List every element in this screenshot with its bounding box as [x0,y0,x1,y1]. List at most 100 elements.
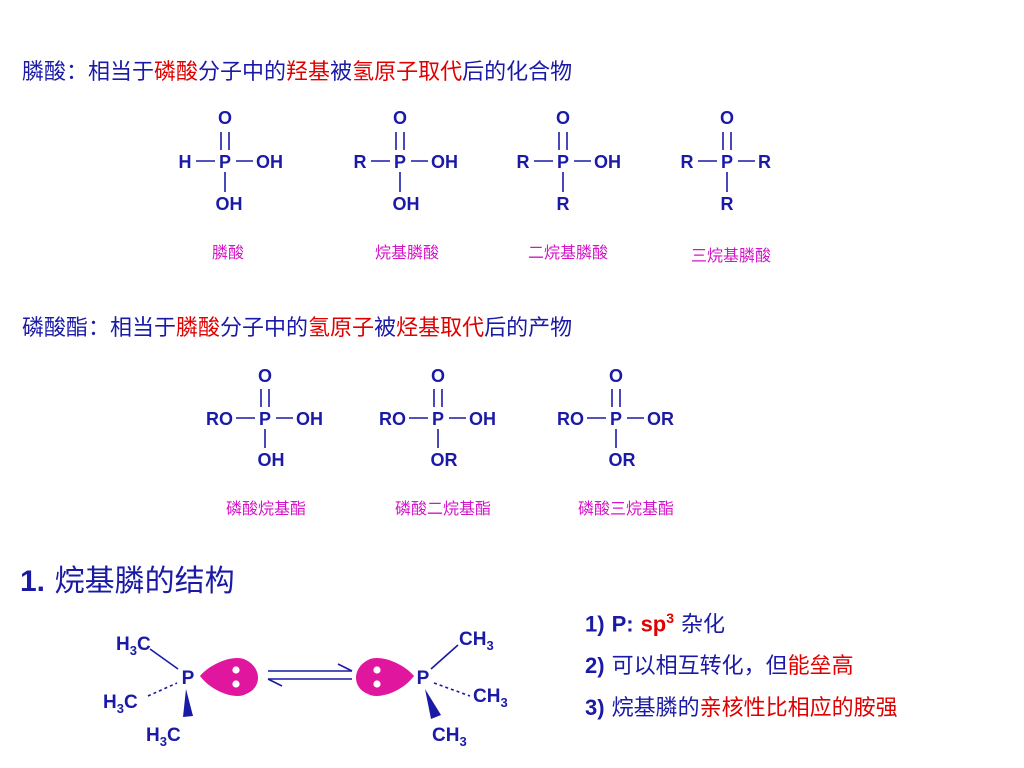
atom-bottom: OH [216,194,243,214]
phosphonic-mid2: 被 [330,60,353,85]
point-2: 2) 可以相互转化，但能垒高 [585,645,898,687]
phosphonic-hl3: 氢原子取代 [352,60,463,85]
atom-top: O [556,108,570,128]
phosphonic-tail: 后的化合物 [462,60,573,85]
phosphonic-definition: 膦酸：相当于磷酸分子中的羟基被氢原子取代后的化合物 [22,54,572,86]
phosphonic-mid1: 分子中的 [198,60,287,85]
phosphate-definition: 磷酸酯：相当于膦酸分子中的氢原子被烃基取代后的产物 [22,310,572,342]
structure-name: 二烷基膦酸 [528,243,608,262]
point-highlight: 亲核性比相应的胺强 [699,696,898,722]
structure-dialkyl-phosphate: O RO P OH OR 磷酸二烷基酯 [379,366,496,518]
bond-methyl-top [430,644,459,670]
methyl-top-label: H3C [116,634,151,658]
phosphine-right: P CH3 CH3 CH3 [356,629,508,749]
atom-left: RO [379,409,406,429]
atom-center: P [610,409,622,429]
point-label-sup: 3 [666,610,675,626]
atom-center: P [557,152,569,172]
lone-pair-dot [373,666,381,674]
atom-left: R [354,152,367,172]
atom-left: H [179,152,192,172]
phosphonic-hl2: 羟基 [286,60,331,85]
atom-bottom: OR [431,450,458,470]
atom-bottom: OH [393,194,420,214]
methyl-top-label: CH3 [459,629,494,653]
atom-right: OH [431,152,458,172]
reverse-arrow-head [267,678,283,687]
methyl-bottom-label: CH3 [432,725,467,749]
atom-right: OR [647,409,674,429]
atom-left: RO [557,409,584,429]
section-title: 1. 烷基膦的结构 [20,556,235,600]
phosphonic-lead: 膦酸：相当于 [22,60,155,85]
atom-top: O [218,108,232,128]
phosphorus-atom: P [417,668,430,689]
lone-pair-lobe [356,657,414,696]
wedge-bond-methyl [425,689,441,719]
atom-top: O [431,366,445,386]
methyl-mid-label: H3C [103,692,138,716]
atom-right: OH [594,152,621,172]
structure-name: 磷酸三烷基酯 [578,499,674,518]
point-highlight: 能垒高 [787,654,854,680]
point-label-sp: sp [640,611,667,637]
wedge-bond-methyl [183,689,193,717]
dashed-bond-methyl [147,682,178,697]
lone-pair-dot [373,680,381,688]
structure-name: 三烷基膦酸 [691,246,771,265]
structure-name: 磷酸二烷基酯 [395,499,491,518]
atom-left: RO [206,409,233,429]
atom-top: O [609,366,623,386]
phosphate-mid1: 分子中的 [220,316,309,341]
atom-bottom: OH [258,450,285,470]
structure-dialkylphosphonic-acid: O R P OH R 二烷基膦酸 [517,108,622,262]
phosphate-hl1: 膦酸 [176,316,221,341]
atom-right: OH [469,409,496,429]
phosphate-tail: 后的产物 [484,316,573,341]
atom-center: P [259,409,271,429]
atom-bottom: OR [609,450,636,470]
methyl-mid-label: CH3 [473,686,508,710]
atom-left: R [517,152,530,172]
lone-pair-lobe [200,657,258,696]
point-text: 烷基膦的 [611,696,700,722]
atom-right: OH [256,152,283,172]
phosphorus-atom: P [182,668,195,689]
atom-top: O [393,108,407,128]
key-points: 1) P: sp3 杂化 2) 可以相互转化，但能垒高 3) 烷基膦的亲核性比相… [585,598,898,729]
atom-right: R [758,152,771,172]
atom-bottom: R [557,194,570,214]
section-number: 1. [20,565,46,598]
bond-methyl-top [149,648,179,670]
atom-right: OH [296,409,323,429]
section-title-text: 烷基膦的结构 [54,564,235,599]
phosphate-hl2: 氢原子 [308,316,375,341]
point-label-p: P: [611,611,634,637]
phosphate-lead: 磷酸酯：相当于 [22,316,177,341]
methyl-bottom-label: H3C [146,725,181,749]
point-1: 1) P: sp3 杂化 [585,598,898,645]
atom-left: R [681,152,694,172]
dashed-bond-methyl [433,682,471,697]
phosphine-left: H3C P H3C H3C [103,634,258,749]
atom-top: O [258,366,272,386]
structure-name: 磷酸烷基酯 [226,499,306,518]
equilibrium-arrows [267,663,353,687]
structure-trialkyl-phosphate: O RO P OR OR 磷酸三烷基酯 [557,366,674,518]
atom-center: P [394,152,406,172]
structure-alkyl-phosphate: O RO P OH OH 磷酸烷基酯 [206,366,323,518]
structure-name: 膦酸 [212,243,244,262]
lone-pair-dot [232,680,240,688]
point-3: 3) 烷基膦的亲核性比相应的胺强 [585,687,898,729]
atom-bottom: R [721,194,734,214]
structure-name: 烷基膦酸 [375,243,439,262]
point-number: 1) [585,611,605,637]
structure-phosphonic-acid: O H P OH OH 膦酸 [179,108,284,262]
phosphonic-hl1: 磷酸 [154,60,199,85]
atom-top: O [720,108,734,128]
point-number: 2) [585,653,605,679]
structure-trialkylphosphonic-acid: O R P R R 三烷基膦酸 [681,108,772,265]
forward-arrow-head [337,663,353,672]
atom-center: P [432,409,444,429]
